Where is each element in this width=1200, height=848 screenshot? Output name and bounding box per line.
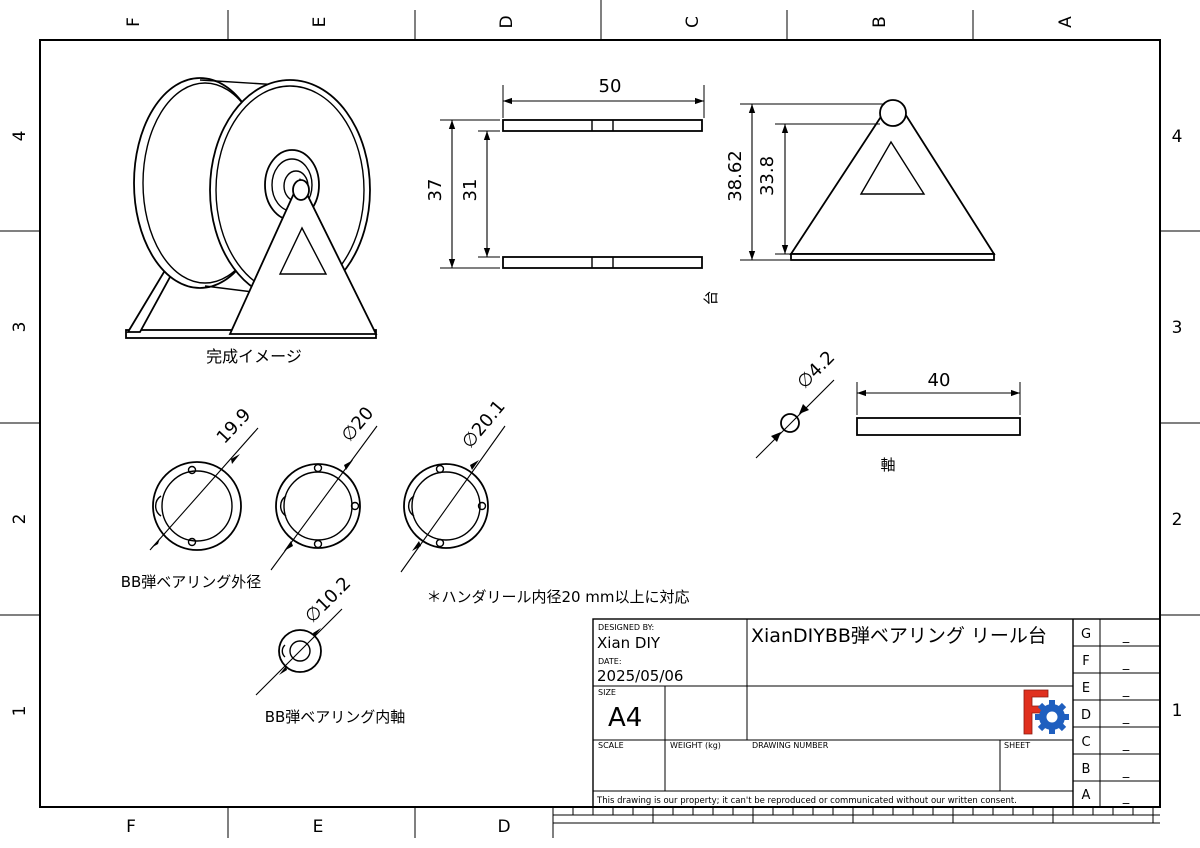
stand-caption: 台 — [702, 290, 720, 305]
sheet-label: SHEET — [1004, 741, 1030, 750]
dim-front-outer-height: 37 — [425, 179, 446, 202]
row-left-4: 4 — [10, 131, 30, 142]
row-left-2: 2 — [10, 514, 30, 525]
designed-by-value: Xian DIY — [597, 634, 661, 652]
consent-text: This drawing is our property; it can't b… — [596, 796, 1017, 806]
designed-by-label: DESIGNED BY: — [598, 623, 654, 632]
row-left-3: 3 — [10, 322, 30, 333]
rev-value-g: _ — [1122, 629, 1130, 644]
rev-letter-d: D — [1081, 708, 1091, 723]
rev-value-a: _ — [1122, 790, 1130, 805]
complete-image-caption: 完成イメージ — [206, 347, 302, 366]
zone-bottom-e: E — [313, 817, 324, 837]
inner-shaft-caption: BB弾ベアリング内軸 — [265, 708, 406, 726]
row-right-4: 4 — [1172, 127, 1183, 147]
zone-top-c: C — [683, 16, 703, 28]
date-label: DATE: — [598, 657, 622, 666]
dim-front-inner-height: 31 — [460, 179, 481, 202]
rev-letter-c: C — [1081, 735, 1090, 750]
dim-ring1: 19.9 — [213, 404, 256, 448]
dim-axle-length: 40 — [928, 370, 951, 391]
zone-bottom-d: D — [497, 817, 510, 837]
inner-shaft-view: ∅10.2 BB弾ベアリング内軸 — [255, 573, 406, 726]
dim-side-height-inner: 33.8 — [757, 156, 778, 196]
dim-ring3: ∅20.1 — [458, 396, 510, 452]
row-left-1: 1 — [10, 706, 30, 717]
rev-letter-e: E — [1082, 681, 1090, 696]
bearing-ring-1: 19.9 — [149, 404, 259, 551]
row-right-1: 1 — [1172, 701, 1183, 721]
bearing-ring-2: ∅20 — [270, 403, 378, 571]
row-right-2: 2 — [1172, 510, 1183, 530]
dim-ring2: ∅20 — [337, 403, 378, 446]
size-value: A4 — [608, 703, 642, 733]
zone-top-a: A — [1056, 16, 1076, 28]
rev-value-d: _ — [1122, 710, 1130, 725]
dim-axle-diameter: ∅4.2 — [793, 347, 839, 393]
rev-letter-f: F — [1082, 654, 1089, 669]
reel-note: ＊ハンダリール内径20 mm以上に対応 — [426, 588, 689, 606]
axle-caption: 軸 — [880, 456, 895, 474]
rev-value-b: _ — [1122, 764, 1130, 779]
rev-value-e: _ — [1122, 683, 1130, 698]
dim-side-height-outer: 38.62 — [725, 150, 746, 202]
zone-top-e: E — [310, 17, 330, 28]
title-block: DESIGNED BY: Xian DIY DATE: 2025/05/06 S… — [592, 618, 1161, 808]
zone-top-f: F — [124, 17, 144, 27]
drawing-title: XianDIYBB弾ベアリング リール台 — [751, 625, 1047, 647]
stand-front-view: 50 37 31 — [425, 76, 705, 269]
zone-top-d: D — [497, 15, 517, 28]
dim-inner-shaft: ∅10.2 — [301, 573, 355, 627]
zone-top-b: B — [870, 16, 890, 28]
rev-letter-g: G — [1081, 627, 1091, 642]
rev-letter-a: A — [1082, 788, 1091, 803]
dim-front-width: 50 — [599, 76, 622, 97]
drawing-number-label: DRAWING NUMBER — [752, 741, 829, 750]
scale-label: SCALE — [598, 741, 624, 750]
rev-value-c: _ — [1122, 737, 1130, 752]
stand-side-view: 38.62 33.8 台 — [702, 99, 996, 306]
bearing-ring-3: ∅20.1 — [400, 396, 510, 573]
freecad-logo-icon — [1023, 689, 1069, 735]
outer-diameter-caption: BB弾ベアリング外径 — [121, 573, 262, 591]
weight-label: WEIGHT (kg) — [670, 741, 721, 750]
zone-bottom-f: F — [126, 817, 136, 837]
size-label: SIZE — [598, 688, 616, 697]
rev-value-f: _ — [1122, 656, 1130, 671]
axle-view: ∅4.2 40 軸 — [755, 347, 1021, 474]
rev-letter-b: B — [1082, 762, 1091, 777]
complete-image-view: 完成イメージ — [125, 77, 378, 366]
row-right-3: 3 — [1172, 318, 1183, 338]
date-value: 2025/05/06 — [597, 667, 683, 685]
